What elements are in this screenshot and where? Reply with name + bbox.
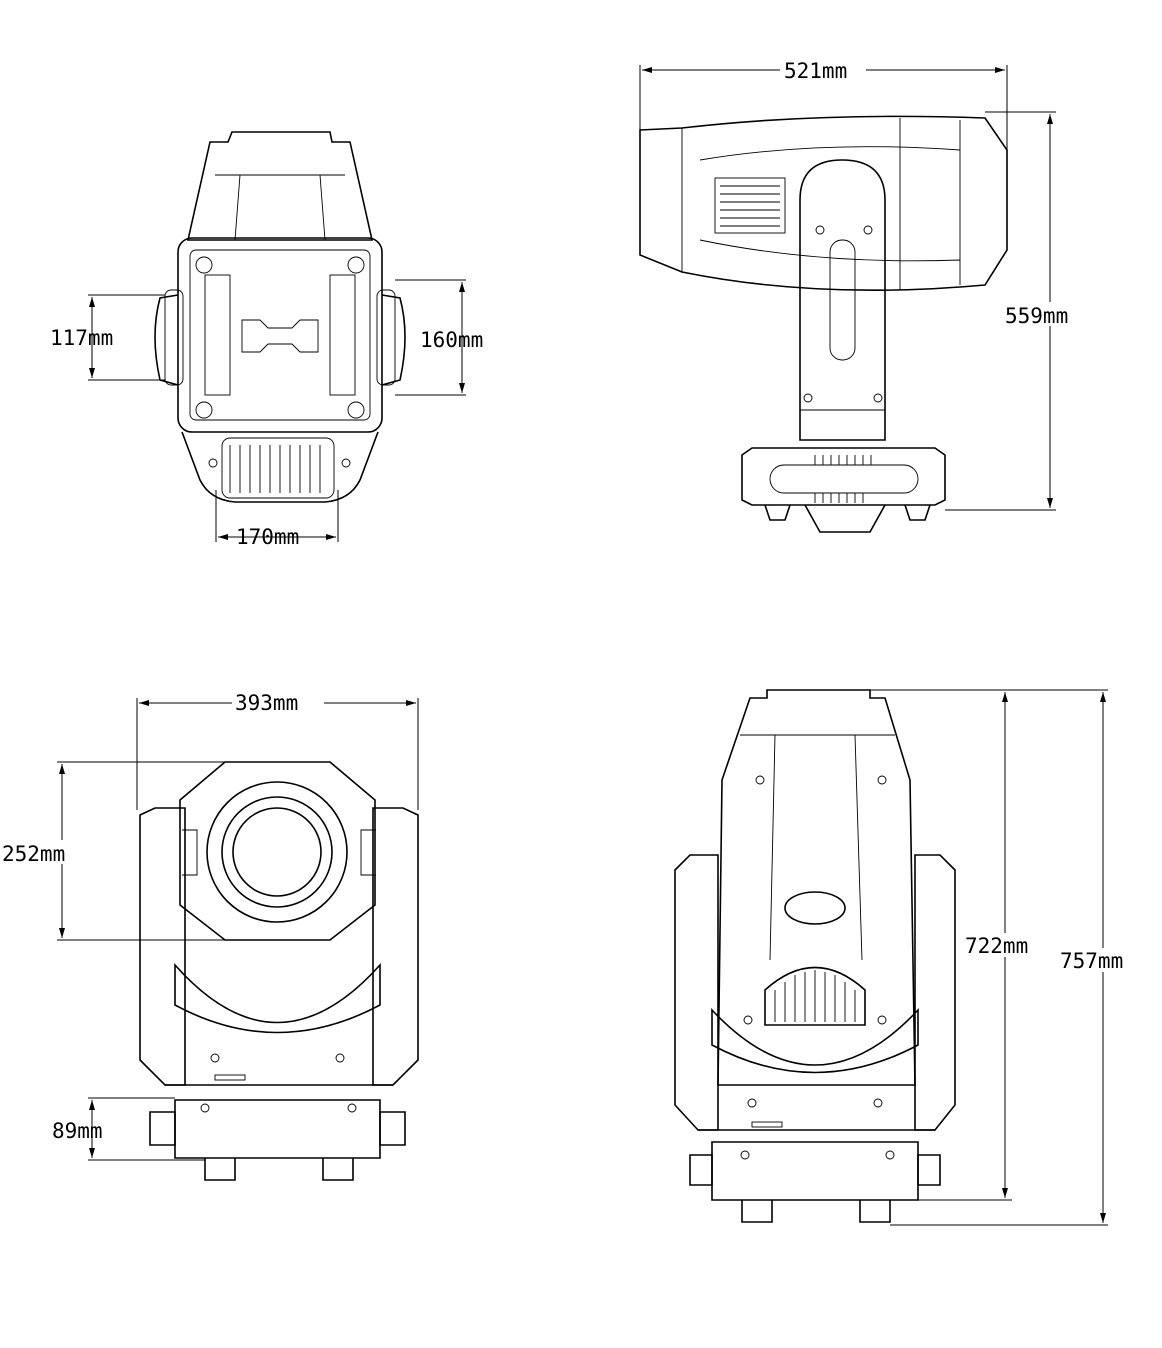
dimension-label-170mm: 170mm [236,525,299,549]
back-view [154,131,406,503]
front-view-dimensions: 393mm 252mm 89mm [0,690,419,1161]
dimension-label-117mm: 117mm [50,326,113,350]
back-view-dimensions: 117mm 160mm 170mm [50,279,483,549]
side-view-dimensions: 521mm 559mm [639,58,1095,511]
dimension-label-757mm: 757mm [1060,949,1123,973]
front-view [139,761,419,1181]
dimension-label-89mm: 89mm [52,1119,103,1143]
dimension-label-160mm: 160mm [420,328,483,352]
dimension-label-393mm: 393mm [235,691,298,715]
rear-elevation-view [674,689,956,1223]
dimension-label-252mm: 252mm [2,842,65,866]
dimension-label-559mm: 559mm [1005,304,1068,328]
dimension-label-722mm: 722mm [965,934,1028,958]
dimension-label-521mm: 521mm [784,59,847,83]
rear-elevation-dimensions: 722mm 757mm [870,689,1152,1226]
side-view [639,115,1008,533]
